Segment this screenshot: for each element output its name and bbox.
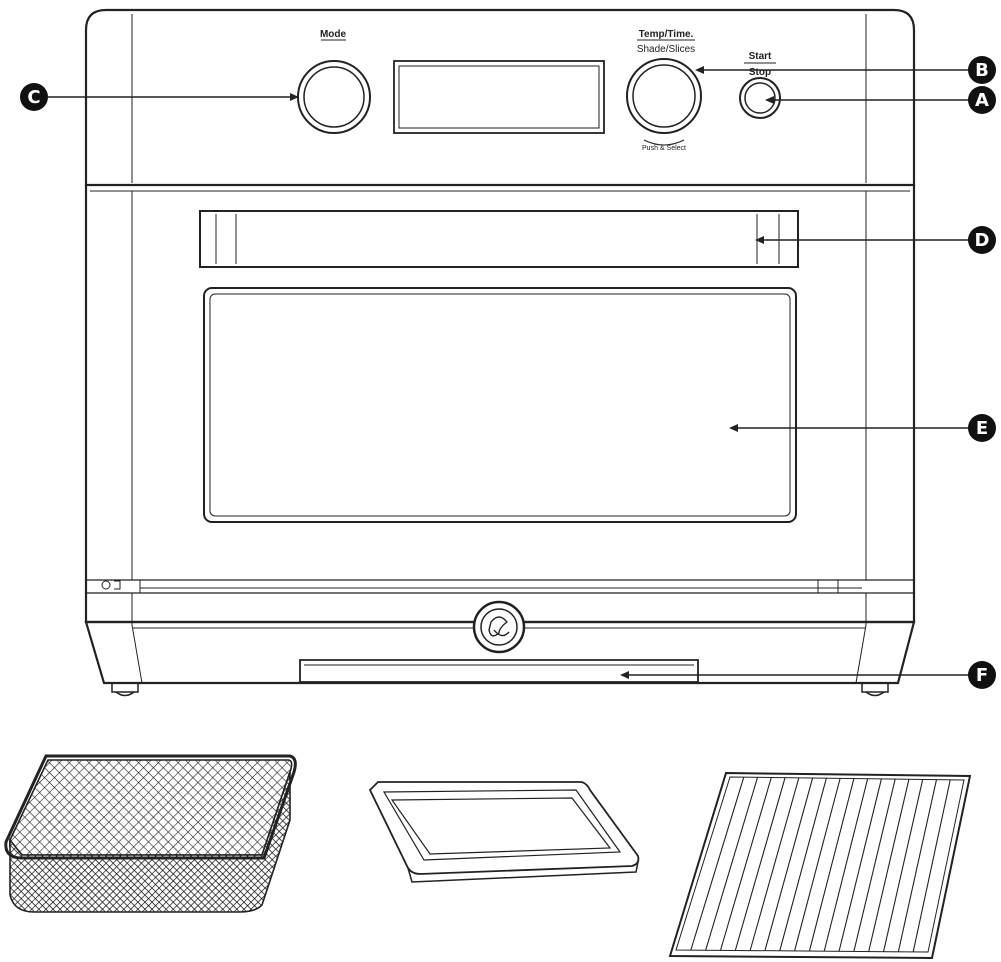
callout-c-badge: C: [20, 83, 48, 111]
rack-bar: [897, 779, 938, 952]
callout-b-badge: B: [968, 56, 996, 84]
callout-d-letter: D: [975, 230, 990, 251]
foot-right: [861, 683, 889, 693]
callout-f-letter: F: [976, 665, 988, 686]
rack-bar: [705, 777, 759, 951]
rack-bar: [794, 778, 841, 952]
foot-right-base: [865, 691, 885, 697]
rack-bar: [823, 778, 869, 952]
callout-b-letter: B: [975, 60, 989, 81]
door-window-inner: [209, 293, 791, 517]
foot-left: [111, 683, 139, 693]
control-panel-outline: [84, 8, 916, 187]
hinge-mark-icon: [101, 580, 111, 590]
push-select-label: Push & Select: [642, 145, 686, 152]
wire-rack: [668, 771, 972, 960]
rack-bar: [749, 777, 800, 951]
push-select-arc: [643, 139, 685, 146]
callout-d-badge: D: [968, 226, 996, 254]
base-right-line: [855, 624, 867, 684]
callout-c-letter: C: [27, 87, 40, 108]
baking-pan: [368, 781, 640, 883]
callout-a-letter: A: [975, 90, 989, 111]
callout-b-arrowhead-icon: [695, 66, 704, 74]
basket-rim: [4, 754, 297, 860]
callout-e-letter: E: [976, 418, 988, 439]
callout-e-arrowhead-icon: [729, 424, 738, 432]
air-fry-basket: [4, 754, 297, 913]
start-label: Start: [749, 51, 772, 62]
callout-c-arrowhead-icon: [290, 93, 299, 101]
rack-bar: [868, 779, 910, 952]
mode-knob[interactable]: [297, 60, 371, 134]
stop-label: Stop: [749, 67, 771, 78]
rack-bar: [838, 778, 882, 952]
start-stop-button[interactable]: [739, 77, 781, 119]
temp-time-label: Temp/Time.: [639, 29, 694, 40]
callout-f-badge: F: [968, 661, 996, 689]
rack-bars: [690, 777, 951, 952]
rack-bar: [734, 777, 786, 951]
rack-bar: [853, 778, 896, 952]
callout-f-arrowhead-icon: [620, 671, 629, 679]
temp-time-knob[interactable]: [626, 58, 702, 134]
door-handle: [199, 210, 799, 268]
crumb-tray: [299, 659, 699, 683]
rack-bar: [808, 778, 855, 952]
rack-bar: [779, 778, 827, 951]
control-panel: Mode Temp/Time. Shade/Slices Push & Sele…: [297, 29, 781, 152]
mode-label: Mode: [320, 29, 347, 40]
display-screen: [393, 60, 605, 134]
rack-bar: [912, 779, 951, 952]
rack-bar: [690, 777, 745, 951]
rack-bar: [882, 779, 924, 952]
door-window-outer: [203, 287, 797, 523]
foot-left-base: [115, 691, 135, 697]
rack-bar: [764, 777, 814, 951]
ge-monogram-icon: [472, 600, 526, 654]
base-left-line: [131, 624, 143, 684]
callout-a-badge: A: [968, 86, 996, 114]
callout-a-arrowhead-icon: [765, 96, 774, 104]
callout-e-badge: E: [968, 414, 996, 442]
rack-bar: [719, 777, 772, 951]
callout-d-arrowhead-icon: [755, 236, 764, 244]
hinge-clip-icon: [114, 580, 121, 590]
callout-lines: [48, 66, 970, 679]
shade-slices-label: Shade/Slices: [637, 44, 695, 55]
oven-base: [84, 620, 916, 685]
